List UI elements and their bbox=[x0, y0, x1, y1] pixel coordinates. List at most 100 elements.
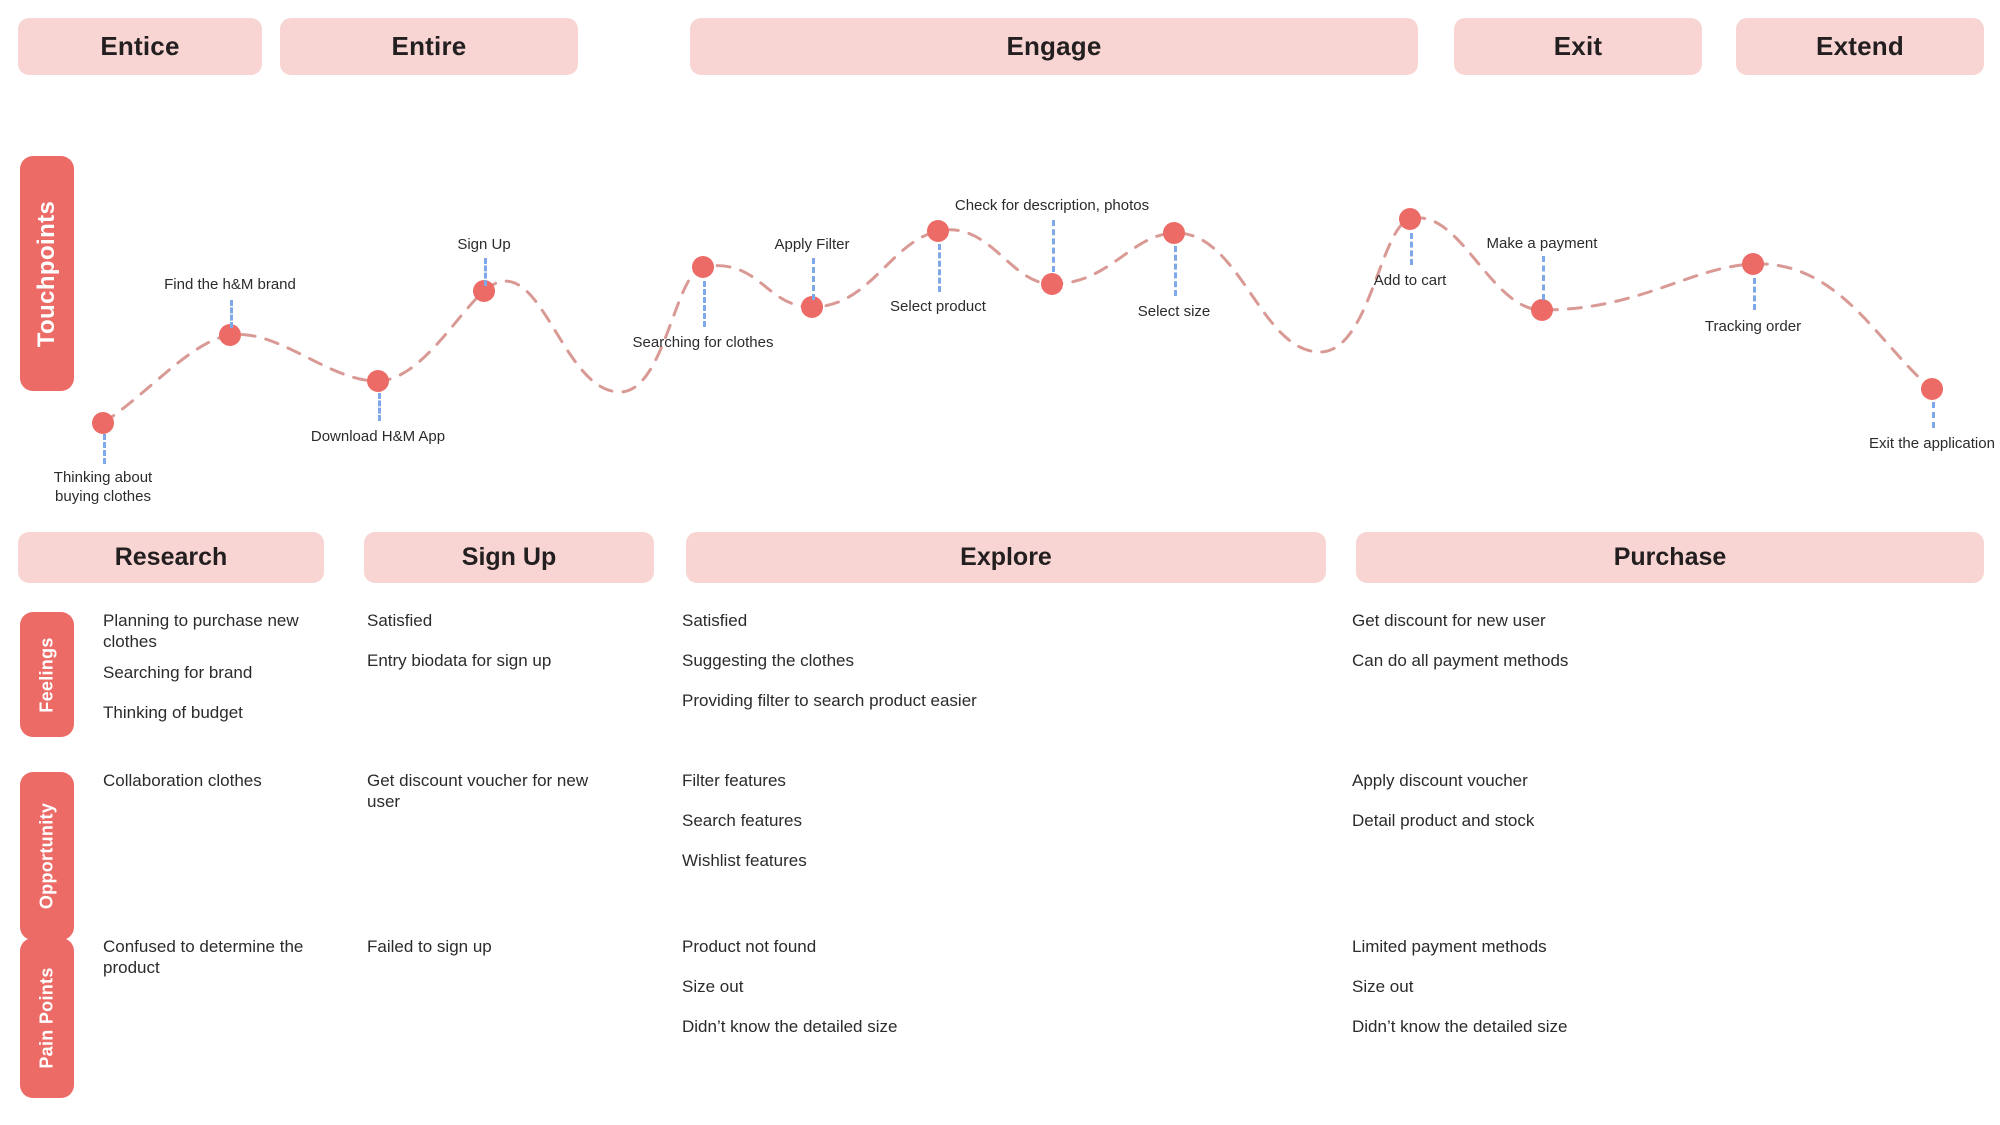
touchpoint-leader-line bbox=[103, 434, 106, 464]
matrix-cell-item: Get discount for new user bbox=[1352, 611, 1546, 630]
touchpoint-leader-line bbox=[378, 393, 381, 421]
stage-chip-entire[interactable]: Entire bbox=[280, 18, 578, 75]
stage-chip-label: Engage bbox=[1006, 31, 1102, 61]
touchpoint-label: Select product bbox=[890, 298, 986, 315]
touchpoint-label: Searching for clothes bbox=[632, 334, 774, 351]
phase-chip-label: Purchase bbox=[1613, 543, 1727, 571]
touchpoint-dot[interactable] bbox=[927, 220, 949, 242]
phase-chip-purchase[interactable]: Purchase bbox=[1356, 532, 1984, 583]
matrix-cell-item: Product not found bbox=[682, 937, 817, 956]
phase-chip-explore[interactable]: Explore bbox=[686, 532, 1326, 583]
matrix-cell-item: Searching for brand bbox=[103, 663, 253, 682]
phase-chip-research[interactable]: Research bbox=[18, 532, 324, 583]
touchpoint-label: Exit the application bbox=[1869, 435, 1995, 452]
touchpoint-label: Tracking order bbox=[1704, 318, 1802, 335]
touchpoint-dot[interactable] bbox=[1163, 222, 1185, 244]
touchpoint-dot[interactable] bbox=[1531, 299, 1553, 321]
stage-chip-entice[interactable]: Entice bbox=[18, 18, 262, 75]
matrix-cell-item: Search features bbox=[682, 811, 803, 830]
matrix-cell-item: Suggesting the clothes bbox=[682, 651, 855, 670]
touchpoint-leader-line bbox=[484, 258, 487, 286]
touchpoint-dot[interactable] bbox=[92, 412, 114, 434]
row-tab-feelings: Feelings bbox=[20, 612, 74, 737]
touchpoint-leader-line bbox=[1052, 220, 1055, 272]
matrix-cell: Failed to sign up bbox=[367, 936, 597, 976]
matrix-cell-item: Can do all payment methods bbox=[1352, 651, 1569, 670]
matrix-cell: Collaboration clothes bbox=[103, 770, 318, 810]
stage-chip-extend[interactable]: Extend bbox=[1736, 18, 1984, 75]
row-tab-label: Opportunity bbox=[36, 802, 57, 910]
touchpoint-label: Check for description, photos bbox=[954, 197, 1150, 214]
matrix-cell-item: Wishlist features bbox=[682, 851, 807, 870]
touchpoint-leader-line bbox=[1753, 278, 1756, 310]
matrix-cell-item: Filter features bbox=[682, 771, 786, 790]
phase-chip-label: Research bbox=[114, 543, 228, 571]
touchpoint-label: Sign Up bbox=[457, 236, 511, 253]
journey-curve bbox=[101, 216, 1934, 425]
touchpoint-dot[interactable] bbox=[219, 324, 241, 346]
stage-bar: Entice Entire Engage Exit Extend bbox=[0, 0, 2000, 92]
stage-chip-engage[interactable]: Engage bbox=[690, 18, 1418, 75]
matrix-cell-item: Failed to sign up bbox=[367, 937, 492, 956]
touchpoint-dot[interactable] bbox=[1742, 253, 1764, 275]
touchpoint-dot[interactable] bbox=[473, 280, 495, 302]
touchpoint-dot[interactable] bbox=[801, 296, 823, 318]
matrix-cell-item: Didn’t know the detailed size bbox=[682, 1017, 898, 1036]
stage-chip-exit[interactable]: Exit bbox=[1454, 18, 1702, 75]
matrix-cell-item: Confused to determine the product bbox=[103, 937, 304, 977]
matrix-cell-item: Apply discount voucher bbox=[1352, 771, 1528, 790]
matrix-cell-item: Get discount voucher for new user bbox=[367, 771, 589, 811]
touchpoint-label: Find the h&M brand bbox=[164, 276, 296, 293]
stage-chip-label: Extend bbox=[1816, 31, 1904, 61]
row-tab-opportunity: Opportunity bbox=[20, 772, 74, 940]
touchpoint-leader-line bbox=[1932, 402, 1935, 428]
touchpoint-dot[interactable] bbox=[367, 370, 389, 392]
phase-chip-sign-up[interactable]: Sign Up bbox=[364, 532, 654, 583]
matrix-cell-item: Didn’t know the detailed size bbox=[1352, 1017, 1568, 1036]
touchpoint-label: Make a payment bbox=[1486, 235, 1598, 252]
phase-chip-label: Sign Up bbox=[461, 543, 557, 571]
row-tab-pain-points: Pain Points bbox=[20, 938, 74, 1098]
touchpoint-label: Apply Filter bbox=[774, 236, 850, 253]
touchpoint-label: Thinking about buying clothes bbox=[53, 469, 153, 505]
matrix-cell-item: Size out bbox=[1352, 977, 1414, 996]
touchpoint-label: Add to cart bbox=[1373, 272, 1447, 289]
matrix-cell: Confused to determine the product bbox=[103, 936, 318, 988]
phase-chip-label: Explore bbox=[960, 543, 1052, 571]
touchpoint-dot[interactable] bbox=[692, 256, 714, 278]
touchpoint-dot[interactable] bbox=[1399, 208, 1421, 230]
touchpoint-leader-line bbox=[1410, 233, 1413, 265]
touchpoint-label: Download H&M App bbox=[310, 428, 446, 445]
touchpoint-dot[interactable] bbox=[1041, 273, 1063, 295]
touchpoints-row-tab: Touchpoints bbox=[20, 156, 74, 391]
matrix-cell-item: Providing filter to search product easie… bbox=[682, 691, 977, 710]
stage-chip-label: Exit bbox=[1553, 31, 1603, 61]
touchpoint-label: Select size bbox=[1137, 303, 1211, 320]
touchpoint-leader-line bbox=[1542, 256, 1545, 300]
matrix-cell-item: Thinking of budget bbox=[103, 703, 243, 722]
row-tab-label: Feelings bbox=[36, 636, 57, 713]
touchpoint-dot[interactable] bbox=[1921, 378, 1943, 400]
matrix-cell-item: Satisfied bbox=[682, 611, 748, 630]
touchpoint-leader-line bbox=[1174, 246, 1177, 296]
matrix-cell: Get discount voucher for new user bbox=[367, 770, 597, 822]
matrix-cell-item: Size out bbox=[682, 977, 744, 996]
stage-chip-label: Entire bbox=[391, 31, 467, 61]
matrix-cell-item: Entry biodata for sign up bbox=[367, 651, 552, 670]
touchpoint-leader-line bbox=[812, 258, 815, 300]
touchpoints-section: Touchpoints Thinking about buying clothe… bbox=[0, 92, 2000, 532]
matrix-cell-item: Detail product and stock bbox=[1352, 811, 1535, 830]
touchpoint-leader-line bbox=[230, 300, 233, 328]
matrix-cell-item: Satisfied bbox=[367, 611, 433, 630]
matrix-cell-item: Collaboration clothes bbox=[103, 771, 262, 790]
matrix-cell-item: Planning to purchase new clothes bbox=[103, 611, 299, 651]
touchpoint-leader-line bbox=[703, 281, 706, 327]
